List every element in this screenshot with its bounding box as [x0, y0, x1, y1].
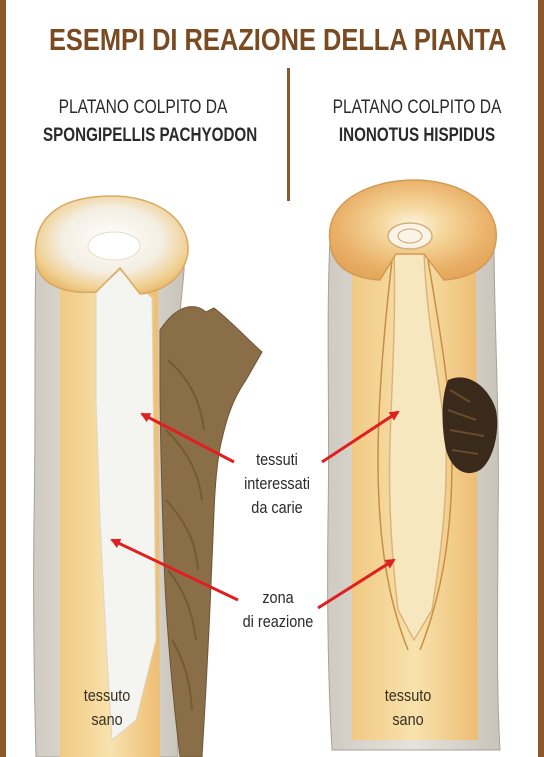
- healthy-left-line2: sano: [69, 708, 146, 732]
- left-trunk: [34, 196, 262, 757]
- healthy-tissue-label-right: tessuto sano: [370, 684, 447, 732]
- healthy-tissue-label-left: tessuto sano: [69, 684, 146, 732]
- left-pith: [88, 232, 140, 260]
- left-rot-strip: [160, 307, 262, 757]
- reaction-label-line2: di reazione: [236, 610, 321, 634]
- healthy-left-line1: tessuto: [69, 684, 146, 708]
- right-pith: [388, 223, 432, 249]
- reaction-label-line1: zona: [236, 586, 321, 610]
- healthy-right-line1: tessuto: [370, 684, 447, 708]
- decay-label-line3: da carie: [230, 496, 324, 520]
- right-trunk: [328, 180, 500, 750]
- reaction-zone-label: zona di reazione: [236, 586, 321, 634]
- decay-label-line2: interessati: [230, 472, 324, 496]
- healthy-right-line2: sano: [370, 708, 447, 732]
- decay-label-line1: tessuti: [230, 448, 324, 472]
- decay-tissue-label: tessuti interessati da carie: [230, 448, 324, 520]
